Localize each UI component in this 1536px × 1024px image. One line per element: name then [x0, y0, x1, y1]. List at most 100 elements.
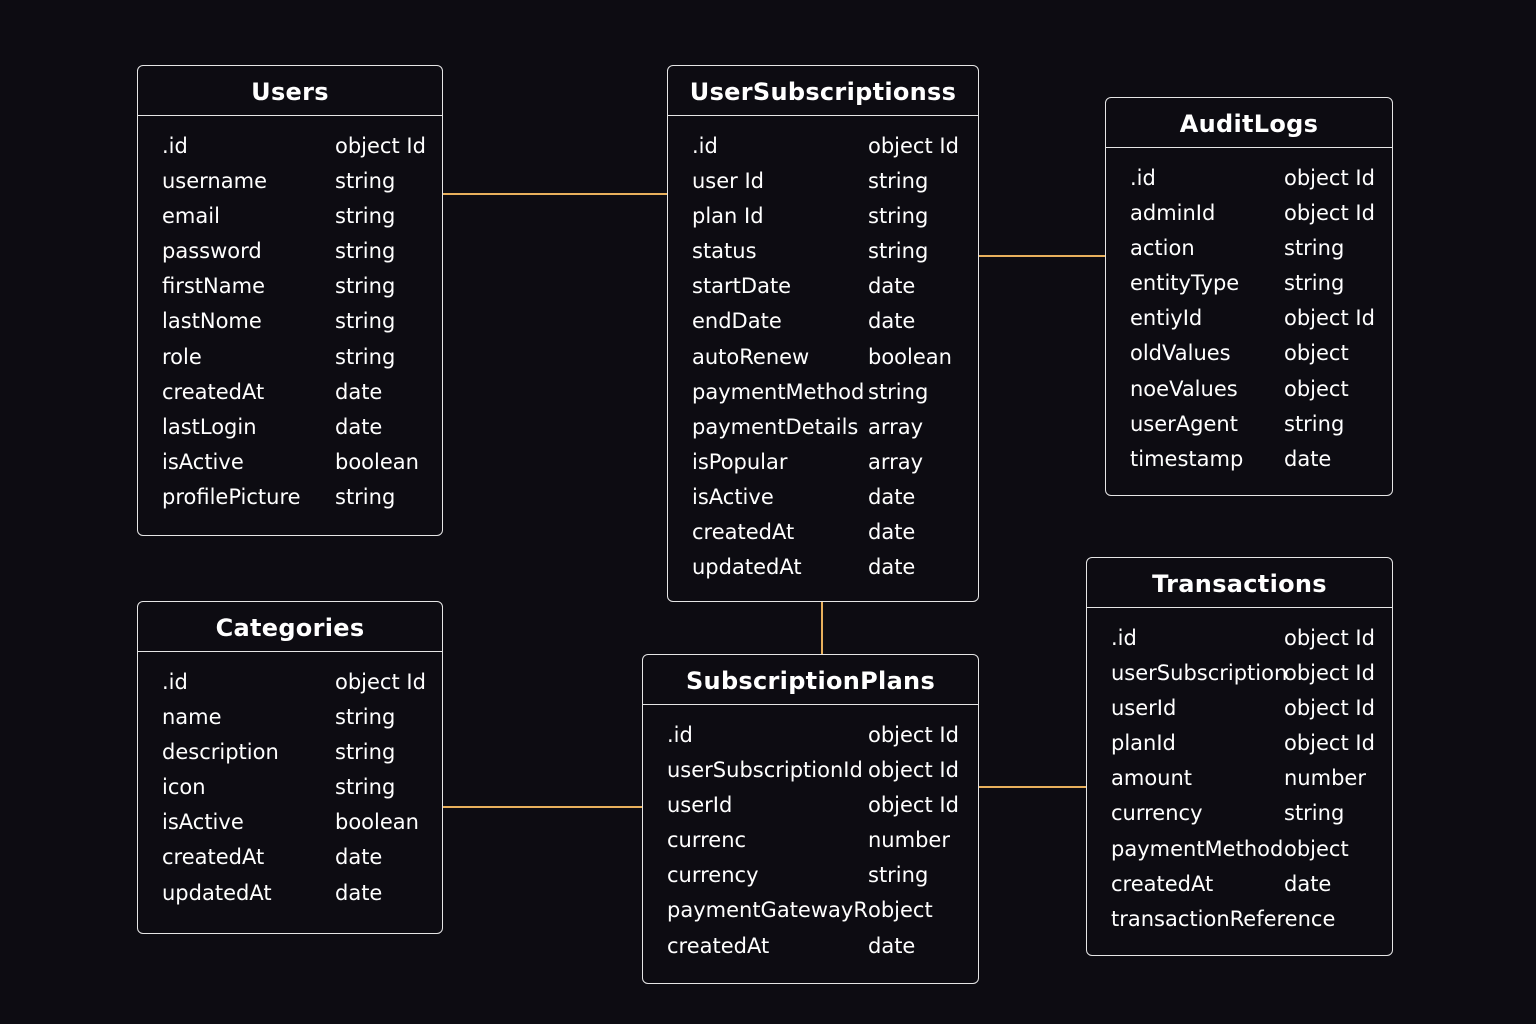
field-name: userAgent — [1130, 411, 1238, 436]
field-type: string — [868, 239, 929, 264]
field-name: password — [162, 239, 262, 264]
field-name: .id — [667, 723, 693, 747]
field-name: paymentMethod — [692, 379, 865, 404]
field-type: string — [335, 309, 396, 334]
field-type: number — [1284, 766, 1366, 791]
field-name: amount — [1111, 766, 1193, 791]
field-name: isActive — [162, 449, 244, 474]
field-name: userSubscriptionId — [667, 758, 863, 783]
field-name: updatedAt — [692, 555, 802, 580]
field-type: string — [335, 484, 396, 509]
field-type: string — [868, 169, 929, 194]
field-name: updatedAt — [162, 880, 272, 905]
field-row: password string — [138, 234, 442, 269]
field-type: string — [868, 204, 929, 229]
field-name: adminId — [1130, 201, 1216, 226]
field-type: boolean — [335, 449, 419, 474]
field-row: userId object Id — [643, 788, 978, 823]
field-type: boolean — [335, 810, 419, 835]
field-name: lastNome — [162, 309, 262, 334]
field-type: date — [868, 274, 916, 299]
entity-title: SubscriptionPlans — [643, 655, 978, 705]
field-type: string — [335, 204, 396, 229]
field-name: endDate — [692, 309, 782, 334]
field-row: user Id string — [668, 164, 978, 199]
field-name: createdAt — [692, 520, 795, 545]
field-type: date — [335, 379, 383, 404]
field-type: string — [335, 740, 396, 765]
field-row: isActive boolean — [138, 805, 442, 840]
field-type: date — [335, 414, 383, 439]
field-name: timestamp — [1130, 446, 1244, 471]
field-type: date — [868, 933, 916, 958]
field-type: string — [1284, 236, 1345, 261]
field-name: userId — [1111, 696, 1177, 721]
field-type: object Id — [1284, 661, 1375, 686]
field-name: firstName — [162, 274, 265, 299]
field-name: email — [162, 204, 220, 229]
field-name: paymentDetails — [692, 414, 859, 439]
field-type: object Id — [1284, 306, 1375, 331]
field-type: date — [1284, 446, 1332, 471]
field-row: lastLogin date — [138, 410, 442, 445]
entity-title: UserSubscriptionss — [668, 66, 978, 116]
field-name: startDate — [692, 274, 792, 299]
field-type: boolean — [868, 344, 952, 369]
field-type: date — [1284, 871, 1332, 896]
field-name: userId — [667, 793, 733, 818]
field-name: .id — [1130, 166, 1156, 190]
field-name: user Id — [692, 169, 765, 194]
field-name: lastLogin — [162, 414, 257, 439]
field-name: .id — [1111, 626, 1137, 650]
field-name: entityType — [1130, 271, 1240, 296]
field-name: status — [692, 239, 757, 264]
field-name: oldValues — [1130, 341, 1231, 366]
field-type: object — [1284, 376, 1349, 401]
field-name: isActive — [162, 810, 244, 835]
field-type: object Id — [1284, 166, 1375, 190]
field-type: date — [335, 845, 383, 870]
field-row: autoRenew boolean — [668, 340, 978, 375]
field-name: autoRenew — [692, 344, 810, 369]
field-name: createdAt — [162, 379, 265, 404]
field-type: string — [335, 705, 396, 730]
field-name: createdAt — [162, 845, 265, 870]
field-type: object Id — [868, 793, 959, 818]
field-name: .id — [162, 670, 188, 694]
field-row: transactionReference — [1087, 902, 1392, 937]
field-name: .id — [692, 134, 718, 158]
field-name: role — [162, 344, 202, 369]
field-name: paymentGatewayR — [667, 898, 868, 923]
field-row: amount number — [1087, 761, 1392, 796]
field-type: object Id — [335, 134, 426, 158]
field-type: string — [335, 239, 396, 264]
field-type: string — [1284, 271, 1345, 296]
entity-title: Transactions — [1087, 558, 1392, 608]
field-type: string — [868, 379, 929, 404]
